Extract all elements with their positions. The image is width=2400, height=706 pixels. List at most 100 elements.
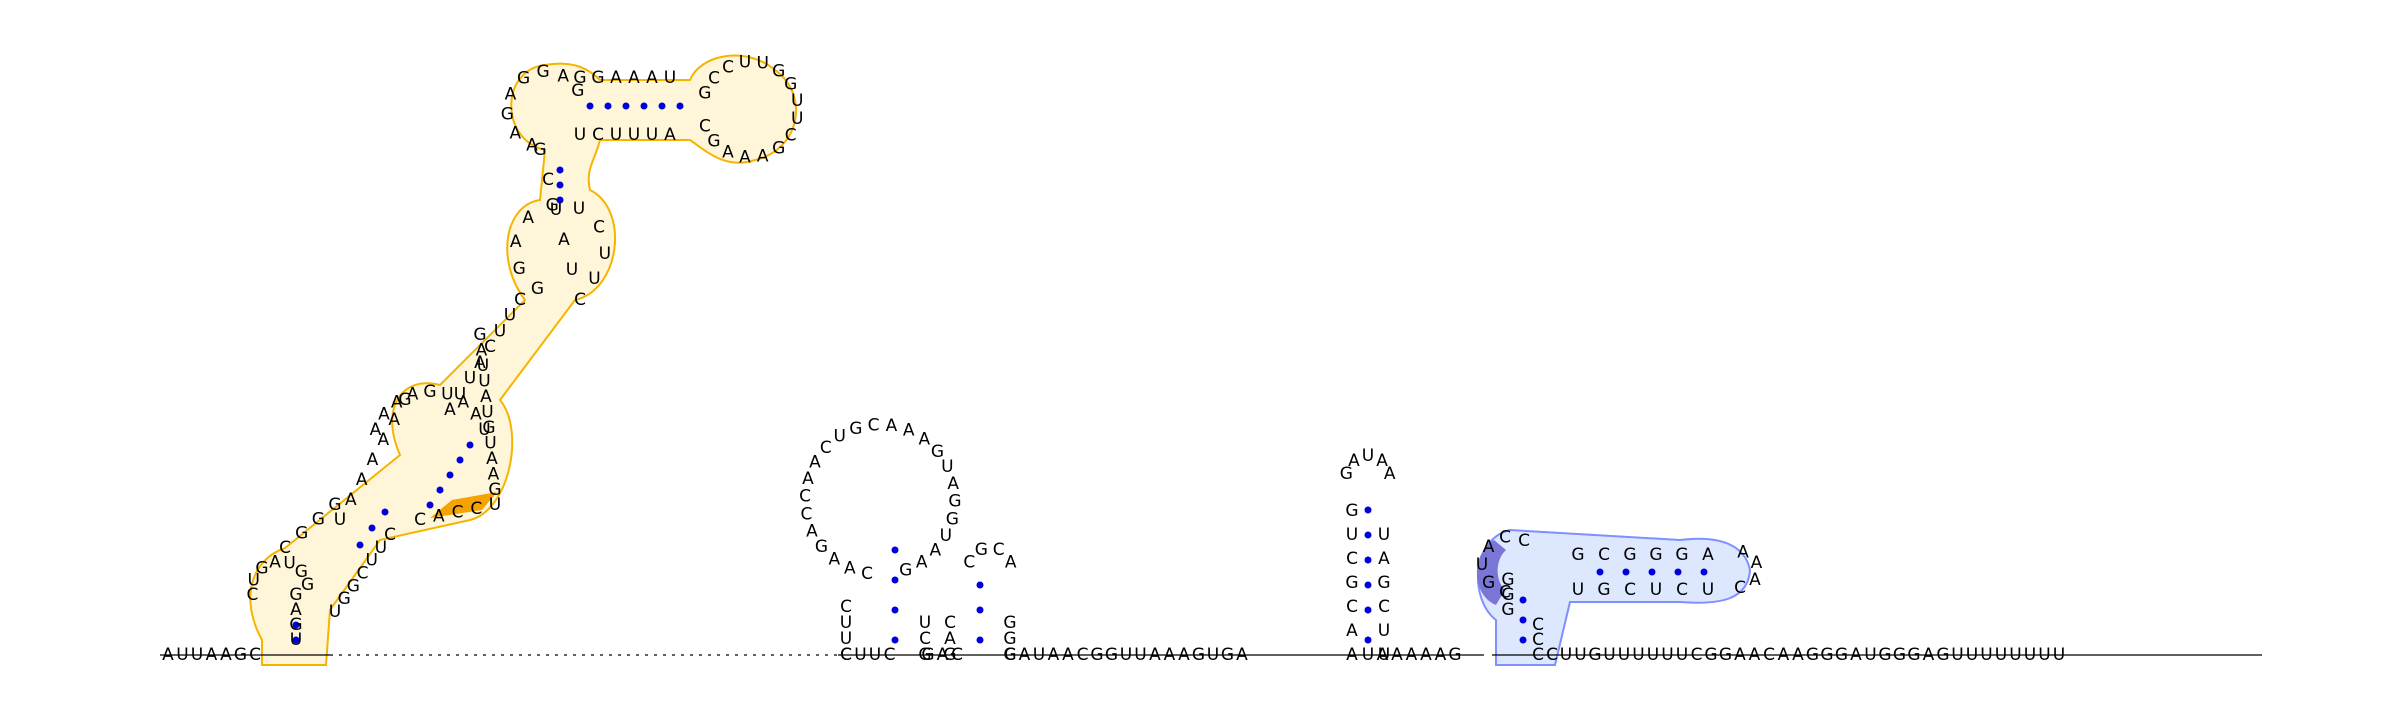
- nucleotide-label: A: [757, 146, 769, 166]
- nucleotide-label: C: [1378, 597, 1390, 617]
- nucleotide-label: A: [886, 416, 898, 436]
- base-pair-dot: [1622, 568, 1630, 576]
- nucleotide-label: C: [799, 487, 811, 507]
- nucleotide-label: G: [312, 509, 325, 529]
- nucleotide-label: A: [1923, 645, 1935, 665]
- base-pair-dot: [976, 636, 984, 644]
- nucleotide-label: U: [478, 420, 490, 440]
- nucleotide-label: U: [941, 457, 953, 477]
- nucleotide-label: G: [1936, 645, 1949, 665]
- nucleotide-label: U: [481, 403, 493, 423]
- nucleotide-label: G: [815, 537, 828, 557]
- nucleotide-label: A: [916, 552, 928, 572]
- nucleotide-label: A: [558, 230, 570, 250]
- nucleotide-label: G: [784, 75, 797, 95]
- nucleotide-label: A: [739, 148, 751, 168]
- nucleotide-label: G: [1003, 629, 1016, 649]
- nucleotide-label: A: [1391, 645, 1403, 665]
- nucleotide-label: U: [791, 91, 803, 111]
- nucleotide-label: U: [566, 260, 578, 280]
- nucleotide-label: U: [919, 613, 931, 633]
- nucleotide-label: A: [809, 453, 821, 473]
- nucleotide-label: U: [2053, 645, 2065, 665]
- base-pair-dot: [1519, 616, 1527, 624]
- nucleotide-label: C: [249, 645, 261, 665]
- nucleotide-label: C: [820, 438, 832, 458]
- nucleotide-label: U: [1603, 645, 1615, 665]
- nucleotide-label: A: [844, 559, 856, 579]
- nucleotide-label: G: [921, 645, 934, 665]
- nucleotide-label: U: [1864, 645, 1876, 665]
- nucleotide-label: U: [494, 321, 506, 341]
- nucleotide-label: U: [2024, 645, 2036, 665]
- nucleotide-label: A: [1149, 645, 1161, 665]
- nucleotide-label: A: [1048, 645, 1060, 665]
- nucleotide-label: A: [269, 552, 281, 572]
- nucleotide-label: C: [1518, 531, 1530, 551]
- nucleotide-label: U: [1572, 580, 1584, 600]
- nucleotide-label: A: [1734, 645, 1746, 665]
- nucleotide-label: G: [1192, 645, 1205, 665]
- nucleotide-label: G: [772, 62, 785, 82]
- nucleotide-label: A: [1346, 621, 1358, 641]
- nucleotide-label: G: [946, 509, 959, 529]
- nucleotide-label: C: [840, 645, 852, 665]
- base-pair-dot: [292, 636, 300, 644]
- nucleotide-label: U: [2038, 645, 2050, 665]
- nucleotide-label: A: [1005, 553, 1017, 573]
- nucleotide-label: U: [1650, 580, 1662, 600]
- nucleotide-label: A: [1420, 645, 1432, 665]
- nucleotide-label: G: [482, 418, 495, 438]
- nucleotide-label: A: [1749, 570, 1761, 590]
- nucleotide-label: C: [542, 170, 554, 190]
- nucleotide-label: G: [1105, 645, 1118, 665]
- nucleotide-label: U: [628, 125, 640, 145]
- nucleotide-label: A: [1062, 645, 1074, 665]
- nucleotide-label: U: [1378, 525, 1390, 545]
- nucleotide-label: G: [328, 495, 341, 515]
- nucleotide-label: G: [1806, 645, 1819, 665]
- nucleotide-label: G: [501, 105, 514, 125]
- nucleotide-label: A: [1384, 464, 1396, 484]
- nucleotide-label: G: [1835, 645, 1848, 665]
- nucleotide-label: G: [975, 540, 988, 560]
- nucleotide-label: G: [931, 442, 944, 462]
- nucleotide-label: C: [279, 538, 291, 558]
- nucleotide-label: G: [1221, 645, 1234, 665]
- nucleotide-label: U: [477, 356, 489, 376]
- nucleotide-label: C: [919, 629, 931, 649]
- nucleotide-label: G: [1704, 645, 1717, 665]
- nucleotide-label: A: [722, 143, 734, 163]
- nucleotide-label: C: [593, 218, 605, 238]
- base-pair-dot: [604, 102, 612, 110]
- nucleotide-label: G: [1501, 585, 1514, 605]
- nucleotide-label: G: [1623, 545, 1636, 565]
- nucleotide-label: C: [1346, 549, 1358, 569]
- nucleotide-label: A: [1377, 645, 1389, 665]
- nucleotide-label: U: [454, 384, 466, 404]
- nucleotide-label: A: [345, 490, 357, 510]
- nucleotide-label: C: [592, 125, 604, 145]
- nucleotide-label: A: [1792, 645, 1804, 665]
- nucleotide-label: G: [234, 645, 247, 665]
- nucleotide-label: G: [698, 84, 711, 104]
- base-pair-dot: [891, 576, 899, 584]
- nucleotide-label: C: [951, 645, 963, 665]
- nucleotide-label: G: [537, 62, 550, 82]
- nucleotide-label: U: [940, 526, 952, 546]
- nucleotide-label: A: [356, 470, 368, 490]
- nucleotide-label: G: [772, 139, 785, 159]
- nucleotide-label: U: [550, 200, 562, 220]
- base-pair-dot: [891, 606, 899, 614]
- nucleotide-label: G: [573, 68, 586, 88]
- nucleotide-label: A: [947, 474, 959, 494]
- nucleotide-label: A: [1850, 645, 1862, 665]
- nucleotide-label: A: [828, 550, 840, 570]
- nucleotide-label: A: [433, 506, 445, 526]
- nucleotide-label: A: [610, 68, 622, 88]
- base-pair-dot: [1364, 636, 1372, 644]
- nucleotide-label: C: [1691, 645, 1703, 665]
- nucleotide-label: C: [470, 499, 482, 519]
- nucleotide-label: U: [478, 372, 490, 392]
- nucleotide-label: C: [722, 57, 734, 77]
